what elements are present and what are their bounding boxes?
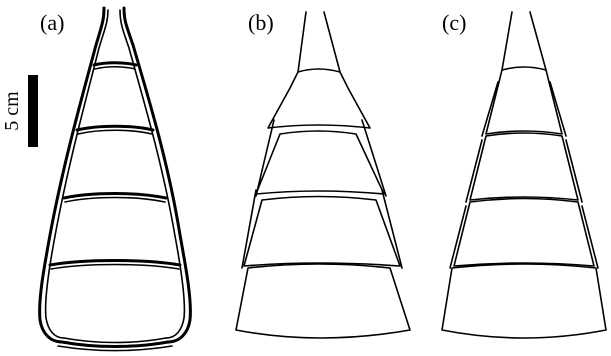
panel-a-right-edge-inner <box>119 9 186 339</box>
panel-c-drawing <box>441 11 607 339</box>
panel-c-segment-1-edge <box>481 81 567 137</box>
panel-c-segment-2 <box>469 132 579 201</box>
panel-c-tip <box>501 11 547 71</box>
panel-b-segment-1 <box>267 68 371 129</box>
scale-bar: 5 cm <box>1 75 38 147</box>
panel-a-bottom-outer <box>57 345 173 352</box>
panel-a-drawing <box>38 6 192 352</box>
panel-label-a: (a) <box>40 10 64 35</box>
scale-bar-label: 5 cm <box>1 91 23 131</box>
panel-c-segment-3-edge <box>449 205 599 269</box>
panel-a-left-edge-inner <box>44 9 109 339</box>
panel-b-segment-3-edge <box>241 189 403 269</box>
scale-bar-rect <box>28 75 38 147</box>
panel-c-segment-4 <box>441 263 607 339</box>
panel-label-c: (c) <box>442 10 466 35</box>
panel-a-right-edge <box>122 6 192 344</box>
panel-a-ring-3-inner <box>64 196 166 203</box>
panel-a-bottom <box>60 340 170 348</box>
panel-b-tip <box>297 11 341 73</box>
panel-b-segment-3 <box>243 195 401 267</box>
panel-a-ring-4-inner <box>50 263 180 270</box>
panel-a-bottom-inner <box>63 337 167 344</box>
panel-a-ring-4 <box>48 259 182 267</box>
panel-c-segment-2-edge <box>465 139 583 203</box>
panel-a-ring-1-inner <box>94 65 136 70</box>
panel-c-segment-3 <box>453 197 595 267</box>
panel-a-left-edge <box>38 6 106 344</box>
panel-b-segment-2-edge <box>255 119 387 197</box>
panel-label-b: (b) <box>248 10 274 35</box>
panel-b-drawing <box>235 11 411 339</box>
panel-a-ring-1 <box>92 61 138 67</box>
panel-c-segment-1 <box>485 66 563 135</box>
panel-b-segment-4 <box>235 263 411 339</box>
panel-b-segment-2 <box>255 130 385 195</box>
panel-a-ring-2-inner <box>77 129 153 135</box>
panel-a-ring-3 <box>62 192 168 200</box>
panel-a-ring-2 <box>75 124 155 132</box>
